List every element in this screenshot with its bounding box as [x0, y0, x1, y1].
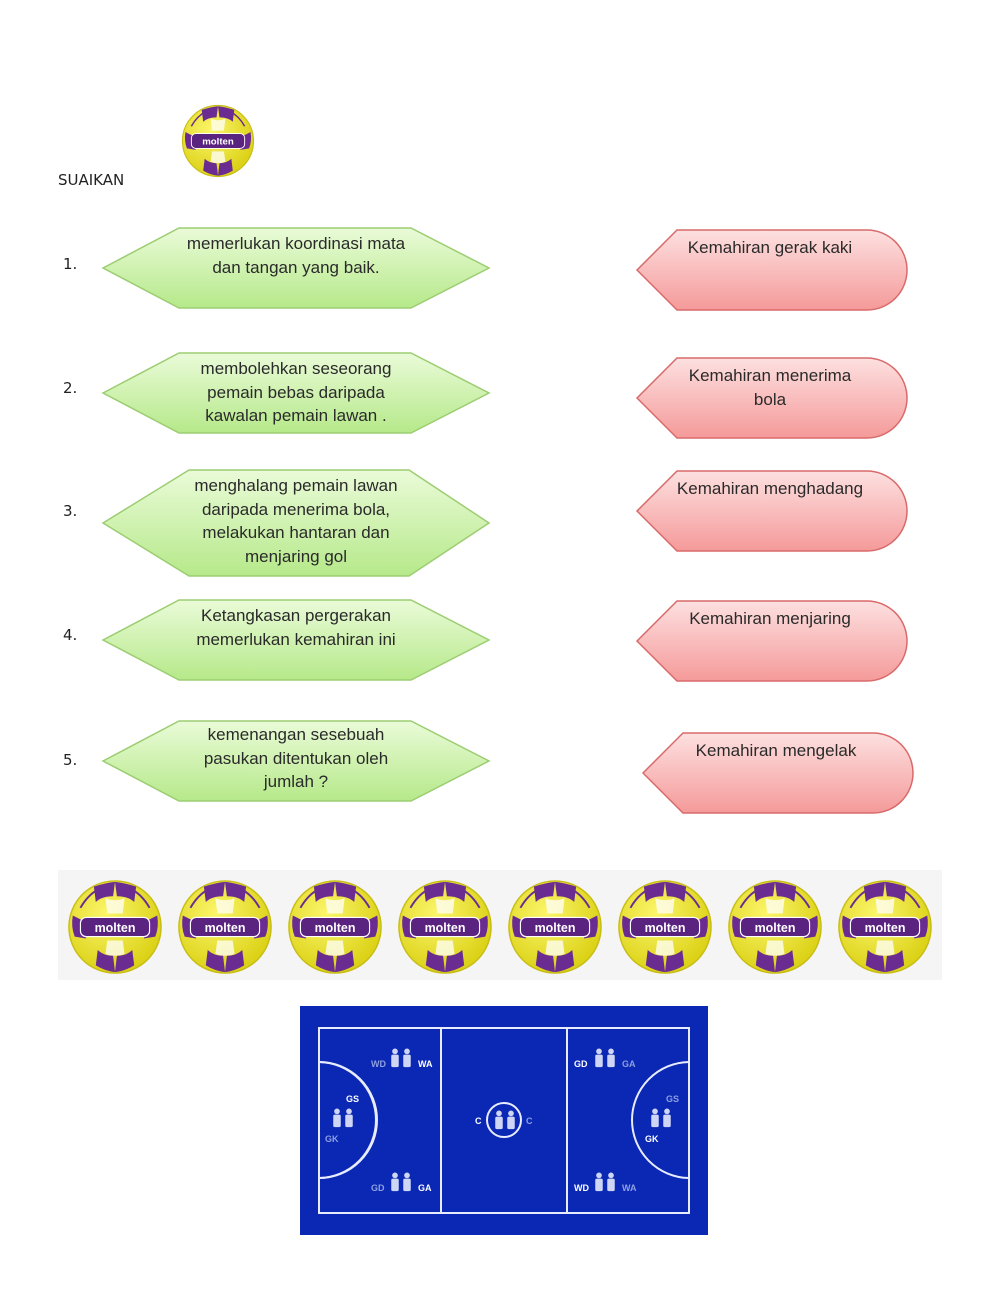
answer-card[interactable]: Kemahiran menghadang — [635, 469, 910, 553]
clue-text: kemenangan sesebuah pasukan ditentukan o… — [203, 725, 389, 791]
clue-card[interactable]: kemenangan sesebuah pasukan ditentukan o… — [101, 719, 491, 803]
answer-card[interactable]: Kemahiran mengelak — [641, 731, 916, 815]
item-number: 1. — [63, 255, 78, 273]
clue-card[interactable]: menghalang pemain lawan daripada menerim… — [101, 468, 491, 578]
netball-court-diagram: WD WA GS GK GD GA C C GD GA GS GK WD WA — [300, 1006, 708, 1235]
clue-text: membolehkan seseorang pemain bebas darip… — [200, 359, 392, 425]
court-label-gk: GK — [325, 1134, 339, 1144]
clue-card[interactable]: membolehkan seseorang pemain bebas darip… — [101, 351, 491, 435]
court-label-gs: GS — [666, 1094, 679, 1104]
clue-card[interactable]: Ketangkasan pergerakan memerlukan kemahi… — [101, 598, 491, 682]
draggable-netball-icon[interactable] — [287, 879, 383, 975]
court-label-gd: GD — [371, 1183, 385, 1193]
page-title: SUAIKAN — [58, 171, 125, 189]
draggable-netball-icon[interactable] — [67, 879, 163, 975]
draggable-netball-icon[interactable] — [617, 879, 713, 975]
answer-card[interactable]: Kemahiran menjaring — [635, 599, 910, 683]
item-number: 5. — [63, 751, 78, 769]
item-number: 2. — [63, 379, 78, 397]
court-label-wd: WD — [371, 1059, 386, 1069]
court-label-ga: GA — [418, 1183, 432, 1193]
court-label-c: C — [475, 1116, 482, 1126]
item-number: 3. — [63, 502, 78, 520]
court-label-c: C — [526, 1116, 533, 1126]
draggable-netball-icon[interactable] — [727, 879, 823, 975]
answer-text: Kemahiran mengelak — [695, 741, 857, 760]
answer-card[interactable]: Kemahiran gerak kaki — [635, 228, 910, 312]
answer-text: Kemahiran menghadang — [676, 479, 864, 498]
draggable-netball-icon[interactable] — [177, 879, 273, 975]
draggable-netball-icon[interactable] — [507, 879, 603, 975]
court-label-gd: GD — [574, 1059, 588, 1069]
court-label-wa: WA — [622, 1183, 637, 1193]
answer-text: Kemahiran menerima bola — [688, 366, 852, 409]
netball-icon — [181, 104, 255, 178]
court-label-gs: GS — [346, 1094, 359, 1104]
clue-text: memerlukan koordinasi mata dan tangan ya… — [186, 234, 406, 277]
answer-text: Kemahiran menjaring — [689, 609, 851, 628]
court-label-wa: WA — [418, 1059, 433, 1069]
clue-text: menghalang pemain lawan daripada menerim… — [194, 476, 398, 566]
draggable-netball-icon[interactable] — [837, 879, 933, 975]
court-label-gk: GK — [645, 1134, 659, 1144]
answer-text: Kemahiran gerak kaki — [687, 238, 853, 257]
answer-card[interactable]: Kemahiran menerima bola — [635, 356, 910, 440]
clue-text: Ketangkasan pergerakan memerlukan kemahi… — [196, 606, 396, 649]
item-number: 4. — [63, 626, 78, 644]
court-label-ga: GA — [622, 1059, 636, 1069]
draggable-netball-icon[interactable] — [397, 879, 493, 975]
court-label-wd: WD — [574, 1183, 589, 1193]
clue-card[interactable]: memerlukan koordinasi mata dan tangan ya… — [101, 226, 491, 310]
